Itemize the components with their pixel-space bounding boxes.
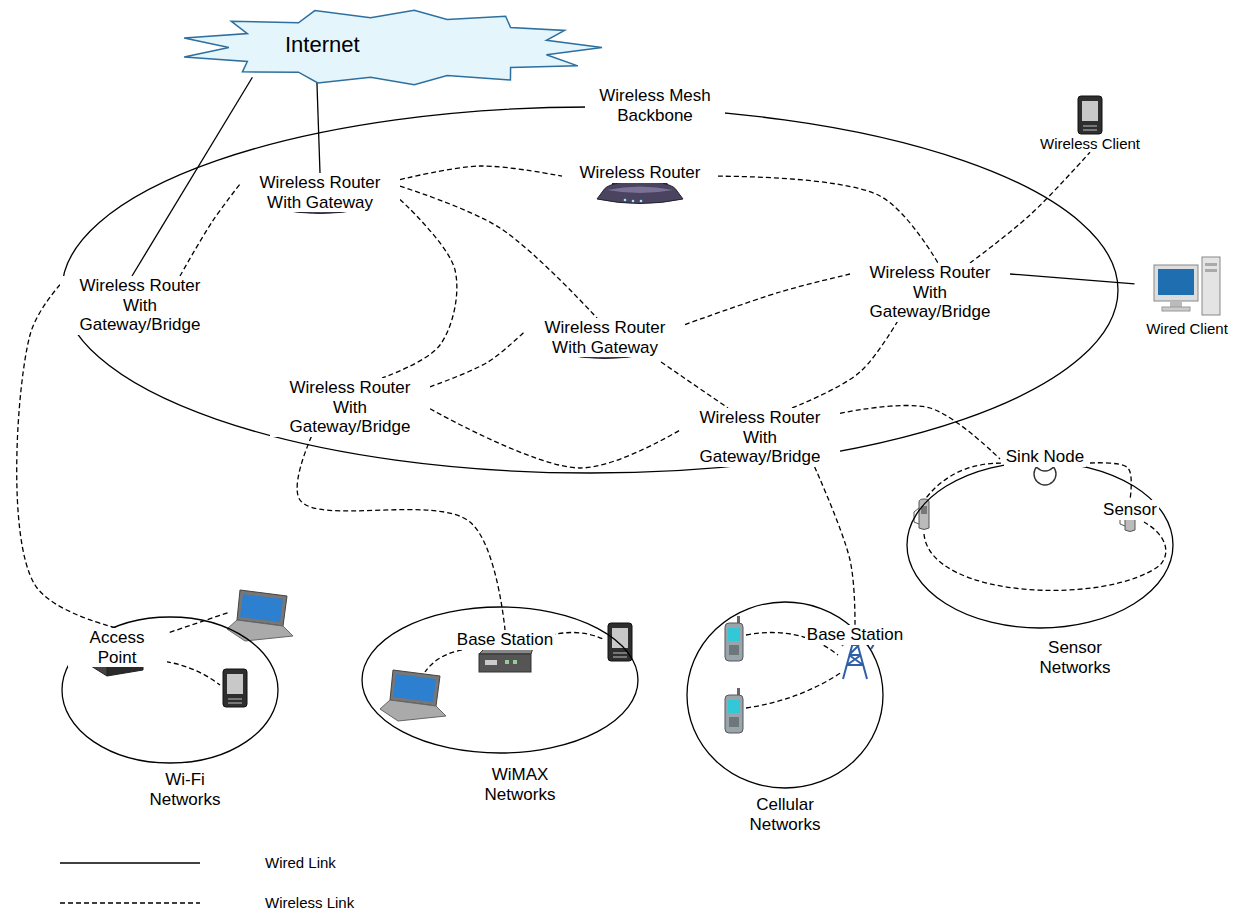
device-label: Wireless Router With Gateway (240, 173, 400, 212)
legend-line (60, 862, 200, 863)
pc-node: Wired Client (1135, 255, 1240, 337)
router-node: Wireless Router With Gateway/Bridge (850, 263, 1010, 307)
legend-row: Wired Link (55, 843, 354, 883)
device-label: Wireless Client (1038, 135, 1142, 152)
wireless-link (746, 672, 842, 708)
legend-label: Wired Link (265, 854, 336, 871)
router-node: Wireless Router (562, 163, 718, 207)
pda-symbol (1078, 96, 1102, 134)
region-shape (360, 605, 640, 755)
network-region: Access PointWi-Fi Networks (60, 615, 280, 765)
network-region: Wireless Router With GatewayWireless Rou… (60, 105, 1120, 475)
region-outline (62, 617, 278, 763)
cloud-shape (175, 5, 605, 90)
device-label: Base Station (805, 625, 905, 645)
pda-icon (223, 669, 247, 707)
network-region: Base StationWiMAX Networks (360, 605, 640, 755)
wireless-link (924, 522, 1166, 590)
network-region: Base StationCellular Networks (685, 600, 885, 790)
router-node: Wireless Router With Gateway (525, 318, 685, 362)
region-heading: WiMAX Networks (470, 765, 570, 804)
wireless-link (297, 422, 505, 630)
pc-symbol (1154, 257, 1220, 315)
region-heading: Sensor Networks (1025, 638, 1125, 677)
legend-label: Wireless Link (265, 894, 354, 911)
phone-icon (725, 688, 743, 733)
laptop-icon (380, 670, 446, 721)
device-label: Access Point (68, 628, 167, 667)
ap-node: Access Point (68, 628, 167, 678)
legend: Wired LinkWireless Link (55, 843, 354, 917)
sensor-node: Sensor (1095, 500, 1165, 534)
wired-link (132, 77, 252, 276)
pda-node: Wireless Client (1010, 95, 1170, 152)
pc-icon (1152, 255, 1222, 320)
wireless-link (400, 186, 597, 318)
sink-node: Sink Node (1000, 447, 1090, 487)
router-node: Wireless Router With Gateway (240, 173, 400, 217)
wireless-link (685, 274, 850, 325)
region-shape (905, 460, 1175, 630)
wireless-link (430, 409, 680, 468)
legend-line (60, 902, 200, 903)
region-outline (687, 602, 883, 788)
wireless-link (425, 648, 478, 672)
wireless-link (17, 285, 117, 628)
device-label: Sink Node (1004, 447, 1086, 467)
device-label: Wireless Router With Gateway/Bridge (680, 408, 840, 467)
region-heading: Wi-Fi Networks (135, 770, 235, 809)
region-heading: Wireless Mesh Backbone (585, 86, 725, 125)
legend-row: Wireless Link (55, 883, 354, 917)
device-label: Sensor (1101, 500, 1159, 520)
device-label: Wireless Router With Gateway/Bridge (850, 263, 1010, 322)
region-outline (907, 462, 1173, 628)
wireless-link (718, 176, 938, 263)
region-heading: Cellular Networks (730, 795, 840, 834)
wireless-link (808, 452, 855, 625)
wireless-link (792, 307, 906, 408)
network-region: Sink NodeSensorSensor Networks (905, 460, 1175, 630)
wireless-link (661, 362, 728, 408)
wireless-link (926, 463, 1025, 498)
router-node: Wireless Router With Gateway/Bridge (680, 408, 840, 452)
wireless-link (400, 166, 562, 180)
legend-sample (55, 853, 265, 873)
device-label: Wired Client (1144, 320, 1230, 337)
device-label: Wireless Router With Gateway/Bridge (60, 276, 220, 335)
region-outline (362, 607, 638, 753)
device-label: Base Station (455, 630, 555, 650)
internet-cloud: Internet (175, 5, 605, 90)
wireless-link (430, 331, 525, 387)
wireless-link (382, 199, 457, 378)
router-node: Wireless Router With Gateway/Bridge (270, 378, 430, 422)
region-outline (62, 107, 1118, 473)
device-label: Wireless Router With Gateway/Bridge (270, 378, 430, 437)
wireless-link (180, 184, 240, 276)
pda-icon (1077, 95, 1103, 135)
cloud-outline (184, 10, 602, 85)
phone-icon (725, 616, 743, 661)
cloud-label: Internet (285, 32, 360, 57)
wired-link (317, 82, 320, 174)
wireless-link (970, 152, 1090, 263)
device-label: Wireless Router (578, 163, 703, 183)
legend-sample (55, 893, 265, 913)
device-label: Wireless Router With Gateway (525, 318, 685, 357)
pda-icon (608, 623, 632, 661)
tower-node: Base Station (803, 625, 907, 680)
router-node: Wireless Router With Gateway/Bridge (60, 276, 220, 320)
bs-node: Base Station (453, 630, 557, 675)
